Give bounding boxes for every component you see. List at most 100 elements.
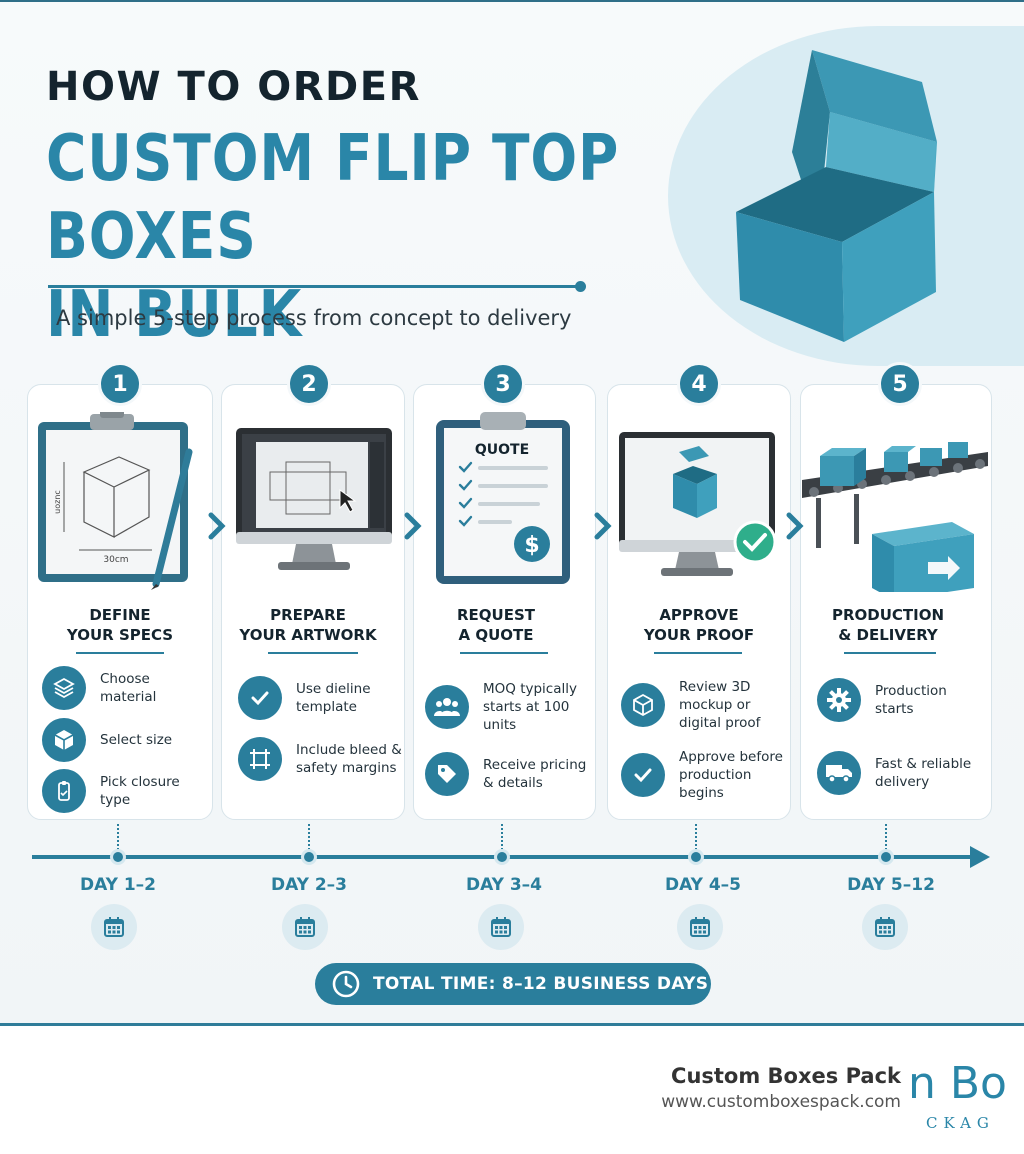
step-5-item-1-text: Production starts bbox=[875, 683, 947, 717]
step-title-2-line-1: PREPARE bbox=[270, 606, 346, 624]
check-icon bbox=[238, 676, 282, 720]
monitor-dieline-illustration bbox=[236, 428, 392, 570]
step-number-badge-3: 3 bbox=[481, 362, 525, 406]
sketch-width-label: 30cm bbox=[103, 555, 128, 565]
clipboard-sketch-illustration: uoznc 30cm bbox=[38, 412, 193, 590]
timeline-connector bbox=[695, 824, 697, 850]
tag-icon bbox=[425, 752, 469, 796]
subtitle: A simple 5-step process from concept to … bbox=[56, 306, 572, 330]
step-title-divider bbox=[76, 652, 164, 654]
timeline-day-1: DAY 1–2 bbox=[79, 875, 157, 895]
step-4-item-2: Approve before production begins bbox=[621, 748, 789, 802]
step-5-item-1: Production starts bbox=[817, 678, 985, 722]
check-icon bbox=[621, 753, 665, 797]
step-4-item-1: Review 3D mockup or digital proof bbox=[621, 678, 789, 732]
cube-icon bbox=[42, 718, 86, 762]
timeline-marker-5 bbox=[878, 849, 894, 865]
clock-icon bbox=[332, 970, 360, 998]
timeline-arrowhead bbox=[970, 846, 990, 868]
hero-flip-top-box-image bbox=[736, 50, 937, 342]
step-title-3: REQUEST A QUOTE bbox=[413, 605, 579, 645]
crop-icon bbox=[238, 737, 282, 781]
step-title-3-line-2: A QUOTE bbox=[458, 626, 534, 644]
main-title-line-2: IN BULK bbox=[46, 278, 303, 352]
step-title-divider bbox=[268, 652, 358, 654]
step-title-1: DEFINE YOUR SPECS bbox=[27, 605, 213, 645]
step-1-item-1-text: Choose material bbox=[100, 671, 157, 705]
layers-icon bbox=[42, 666, 86, 710]
step-title-5-line-1: PRODUCTION bbox=[831, 606, 945, 624]
timeline-connector bbox=[117, 824, 119, 850]
step-title-3-line-1: REQUEST bbox=[456, 606, 535, 624]
brand-logo-wordmark: n Bo bbox=[908, 1058, 1007, 1109]
calendar-icon bbox=[677, 904, 723, 950]
timeline-day-4: DAY 4–5 bbox=[664, 875, 742, 895]
users-icon bbox=[425, 685, 469, 729]
timeline-day-5: DAY 5–12 bbox=[847, 875, 935, 895]
step-title-1-line-2: YOUR SPECS bbox=[66, 626, 174, 644]
timeline-connector bbox=[885, 824, 887, 850]
step-3-item-1-text: MOQ typically starts at 100 units bbox=[483, 681, 577, 733]
step-title-4-line-1: APPROVE bbox=[659, 606, 739, 624]
step-2-item-1: Use dieline template bbox=[238, 676, 406, 720]
step-number-badge-2: 2 bbox=[287, 362, 331, 406]
step-1-item-1: Choose material bbox=[42, 666, 210, 710]
closure-icon bbox=[42, 769, 86, 813]
infographic: HOW TO ORDER CUSTOM FLIP TOP BOXES IN BU… bbox=[0, 0, 1024, 1026]
brand-logo-tagline: CKAG bbox=[926, 1114, 995, 1132]
brand-url[interactable]: www.customboxespack.com bbox=[661, 1092, 901, 1112]
chevron-right-icon bbox=[786, 512, 804, 540]
step-3-item-2-text: Receive pricing & details bbox=[483, 757, 587, 791]
step-title-divider bbox=[654, 652, 742, 654]
svg-text:$: $ bbox=[524, 533, 539, 558]
box-outline-icon bbox=[621, 683, 665, 727]
step-4-item-1-text: Review 3D mockup or digital proof bbox=[679, 679, 761, 731]
title-divider bbox=[48, 281, 586, 292]
step-1-item-2: Select size bbox=[42, 718, 210, 762]
step-number-badge-4: 4 bbox=[677, 362, 721, 406]
timeline-marker-2 bbox=[301, 849, 317, 865]
conveyor-boxes-illustration bbox=[802, 442, 988, 592]
timeline-day-3: DAY 3–4 bbox=[465, 875, 543, 895]
chevron-right-icon bbox=[208, 512, 226, 540]
step-title-2-line-2: YOUR ARTWORK bbox=[239, 626, 377, 644]
chevron-right-icon bbox=[594, 512, 612, 540]
timeline-connector bbox=[501, 824, 503, 850]
step-1-item-2-text: Select size bbox=[100, 732, 173, 748]
step-5-item-2: Fast & reliable delivery bbox=[817, 751, 985, 795]
step-number-badge-5: 5 bbox=[878, 362, 922, 406]
quote-label: QUOTE bbox=[475, 442, 529, 458]
step-2-item-2: Include bleed & safety margins bbox=[238, 737, 406, 781]
main-title-line-1: CUSTOM FLIP TOP BOXES bbox=[46, 122, 620, 274]
step-3-item-1: MOQ typically starts at 100 units bbox=[425, 680, 587, 734]
step-1-item-3-text: Pick closure type bbox=[100, 774, 180, 808]
brand-name: Custom Boxes Pack bbox=[671, 1064, 901, 1088]
sketch-height-label: uoznc bbox=[53, 490, 62, 514]
calendar-icon bbox=[478, 904, 524, 950]
monitor-mockup-illustration bbox=[619, 432, 777, 576]
timeline-marker-1 bbox=[110, 849, 126, 865]
step-number-badge-1: 1 bbox=[98, 362, 142, 406]
timeline-connector bbox=[308, 824, 310, 850]
total-time-banner: TOTAL TIME: 8–12 BUSINESS DAYS bbox=[315, 963, 711, 1005]
step-title-4: APPROVE YOUR PROOF bbox=[607, 605, 791, 645]
calendar-icon bbox=[862, 904, 908, 950]
step-5-item-2-text: Fast & reliable delivery bbox=[875, 756, 972, 790]
step-3-item-2: Receive pricing & details bbox=[425, 752, 593, 796]
timeline-day-2: DAY 2–3 bbox=[270, 875, 348, 895]
step-title-4-line-2: YOUR PROOF bbox=[643, 626, 755, 644]
timeline-marker-4 bbox=[688, 849, 704, 865]
main-title: CUSTOM FLIP TOP BOXES IN BULK bbox=[46, 120, 648, 354]
calendar-icon bbox=[91, 904, 137, 950]
step-title-5-line-2: & DELIVERY bbox=[838, 626, 938, 644]
kicker-heading: HOW TO ORDER bbox=[46, 64, 421, 110]
step-title-divider bbox=[844, 652, 936, 654]
truck-icon bbox=[817, 751, 861, 795]
step-title-5: PRODUCTION & DELIVERY bbox=[800, 605, 976, 645]
step-title-1-line-1: DEFINE bbox=[89, 606, 151, 624]
calendar-icon bbox=[282, 904, 328, 950]
brand-logo: n Bo CKAG bbox=[908, 1058, 1024, 1138]
step-2-item-1-text: Use dieline template bbox=[296, 681, 371, 715]
step-title-divider bbox=[460, 652, 548, 654]
gear-icon bbox=[817, 678, 861, 722]
